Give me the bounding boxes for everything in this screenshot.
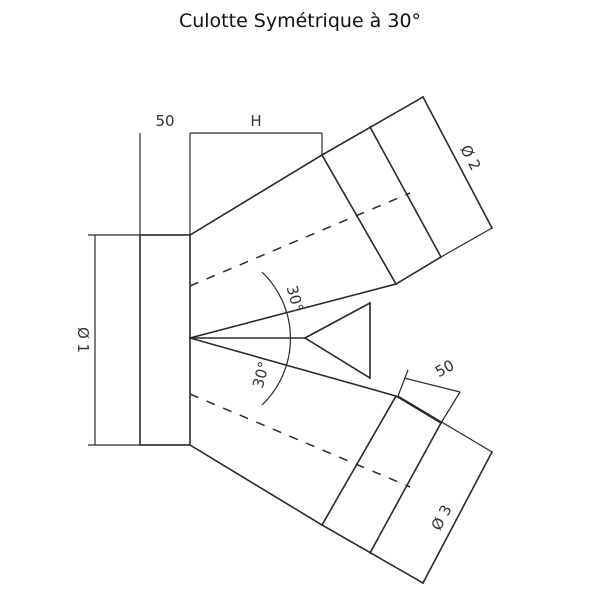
- height-label: H: [250, 112, 261, 130]
- diagram-title: Culotte Symétrique à 30°: [178, 10, 422, 32]
- gusset: [189, 301, 372, 380]
- diameter-1-label: Ø 1: [74, 327, 92, 353]
- angle-upper-label: 30°: [283, 284, 307, 314]
- angle-lower-label: 30°: [249, 360, 273, 390]
- main-collar: [139, 234, 191, 446]
- diameter-2-dimension: [440, 227, 493, 258]
- branch-collar-label: 50: [432, 356, 457, 381]
- upper-branch: [188, 95, 494, 339]
- diameter-3-dimension: [397, 369, 493, 453]
- extension-lines: [139, 133, 323, 235]
- diameter-1-dimension: [88, 234, 140, 446]
- angle-arc: [261, 271, 291, 406]
- lower-branch: [188, 337, 494, 585]
- collar-width-label: 50: [155, 112, 174, 130]
